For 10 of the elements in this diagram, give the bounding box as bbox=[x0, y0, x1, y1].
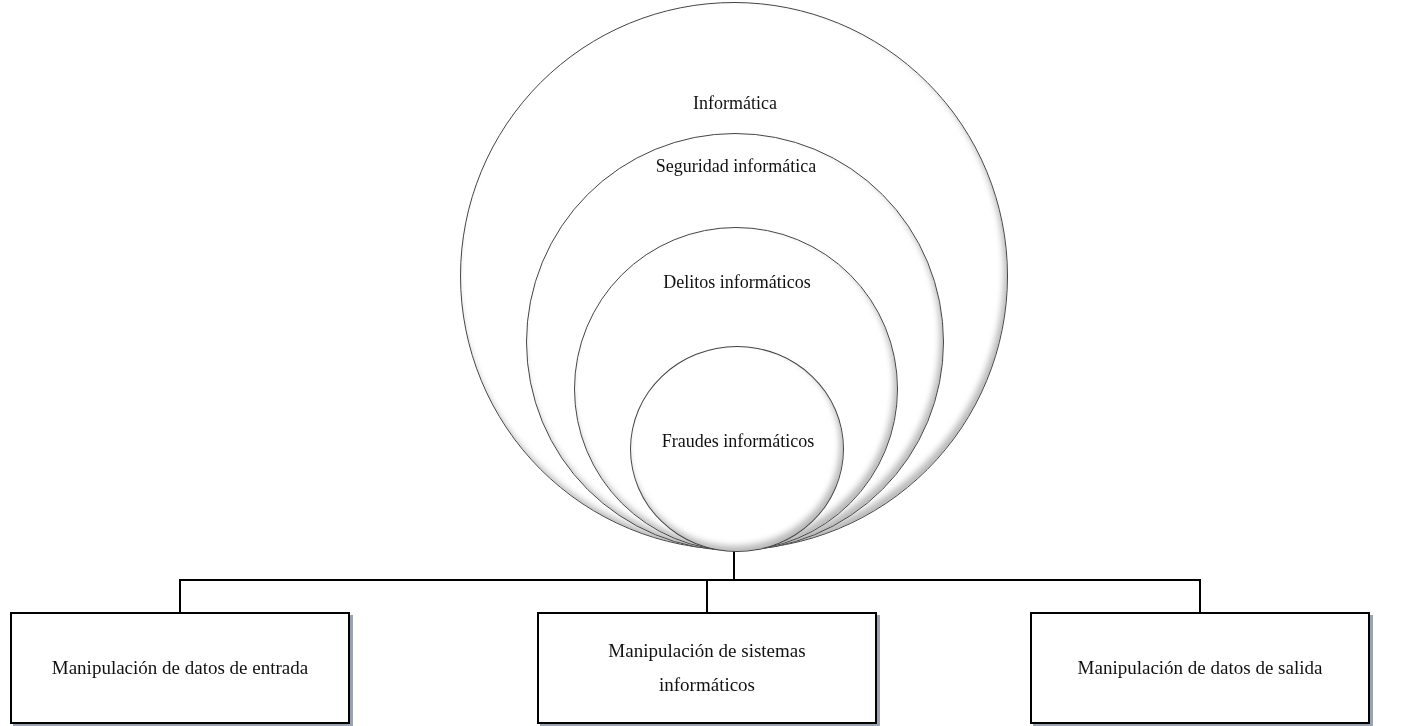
process-box bbox=[10, 612, 350, 724]
process-box bbox=[1030, 612, 1370, 724]
process-box bbox=[537, 612, 877, 724]
node-label: Fraudes informáticos bbox=[660, 430, 816, 453]
node-label: Delitos informáticos bbox=[662, 271, 812, 294]
node-label: Manipulación de datos de entrada bbox=[50, 656, 310, 680]
node-label: Manipulación de datos de salida bbox=[1076, 656, 1324, 680]
node-label: Seguridad informática bbox=[654, 155, 818, 178]
node-label: Manipulación de sistemas informáticos bbox=[607, 639, 807, 697]
node-label: Informática bbox=[692, 92, 778, 115]
